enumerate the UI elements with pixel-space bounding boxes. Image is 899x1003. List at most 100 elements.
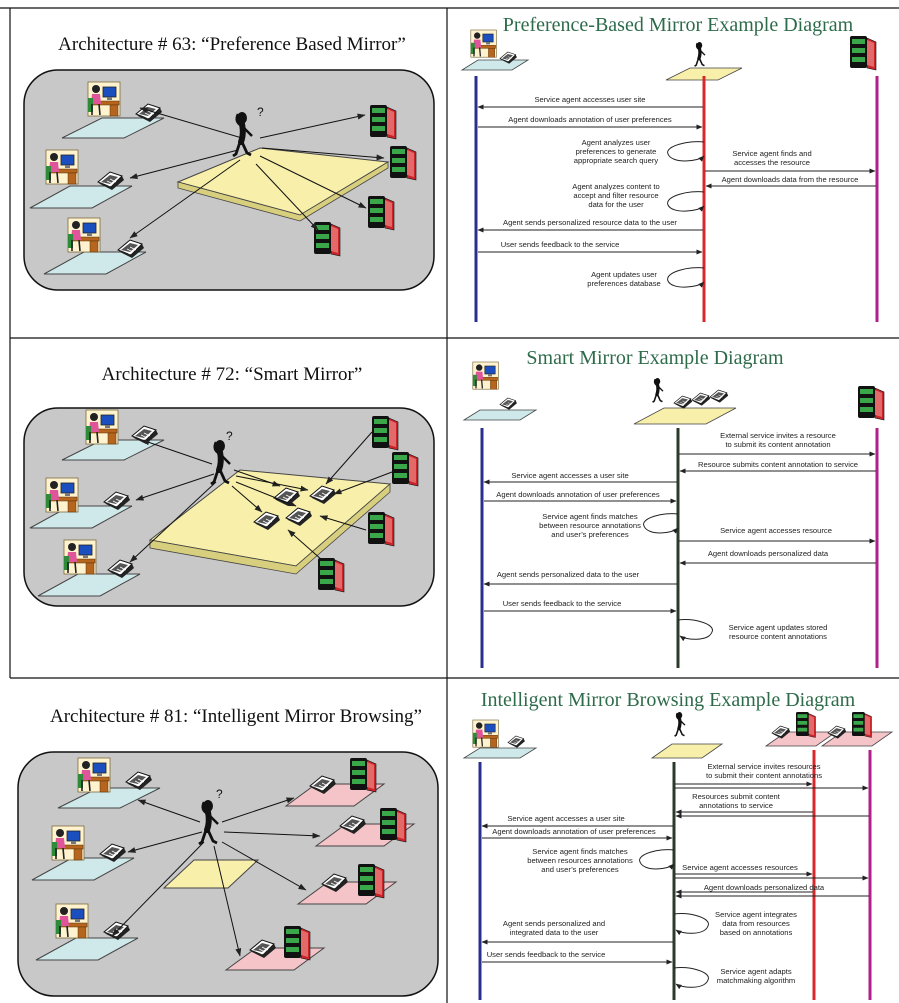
message-label: Service agent adapts bbox=[720, 967, 792, 976]
message-label: appropriate search query bbox=[574, 156, 659, 165]
books-icon bbox=[379, 807, 407, 843]
message-label: Resource submits content annotation to s… bbox=[698, 460, 858, 469]
message-label: annotations to service bbox=[699, 801, 773, 810]
user-platform bbox=[31, 825, 135, 881]
laptop-icon bbox=[499, 397, 518, 411]
row3-architecture: Architecture # 81: “Intelligent Mirror B… bbox=[17, 706, 439, 997]
message-label: Agent updates user bbox=[591, 270, 657, 279]
message-label: matchmaking algorithm bbox=[717, 976, 796, 985]
books-icon bbox=[367, 195, 395, 231]
row2-architecture: Architecture # 72: “Smart Mirror” ? bbox=[23, 364, 435, 607]
message-label: preferences to generate bbox=[576, 147, 657, 156]
user-icon bbox=[51, 825, 85, 861]
message-label: Agent sends personalized data to the use… bbox=[497, 570, 640, 579]
resource-platform bbox=[224, 925, 326, 971]
row3-sequence-diagram: Intelligent Mirror Browsing Example Diag… bbox=[462, 689, 894, 1000]
lifelines bbox=[478, 750, 872, 1000]
central-platform bbox=[162, 859, 260, 889]
message-label: data from resources bbox=[722, 919, 790, 928]
books-icon bbox=[849, 35, 877, 71]
architecture-title: Architecture # 81: “Intelligent Mirror B… bbox=[50, 706, 422, 727]
laptop-icon bbox=[691, 392, 711, 406]
message-label: and user’s preferences bbox=[551, 530, 629, 539]
message-label: Service agent finds matches bbox=[532, 847, 628, 856]
books-icon bbox=[389, 145, 417, 181]
messages bbox=[477, 104, 876, 288]
message-label: Resources submit content bbox=[692, 792, 781, 801]
question-mark-icon: ? bbox=[226, 429, 233, 443]
row1-architecture: Architecture # 63: “Preference Based Mir… bbox=[23, 34, 435, 291]
message-label: Service agent updates stored bbox=[729, 623, 828, 632]
message-label: Service agent accesses resources bbox=[682, 863, 798, 872]
user-icon bbox=[470, 29, 498, 58]
user-icon bbox=[87, 81, 121, 117]
diagram-title: Preference-Based Mirror Example Diagram bbox=[503, 14, 854, 36]
user-platform bbox=[29, 149, 133, 209]
message-label: User sends feedback to the service bbox=[503, 599, 622, 608]
message-label: Service agent integrates bbox=[715, 910, 797, 919]
message-label: Agent downloads data from the resource bbox=[722, 175, 859, 184]
row1-sequence-diagram: Preference-Based Mirror Example Diagram … bbox=[460, 14, 879, 322]
message-label: between resources annotations bbox=[527, 856, 633, 865]
message-label: between resource annotations bbox=[539, 521, 641, 530]
architecture-title: Architecture # 63: “Preference Based Mir… bbox=[58, 34, 406, 55]
books-icon bbox=[317, 557, 345, 593]
user-platform bbox=[35, 903, 139, 961]
resource-platform bbox=[284, 757, 386, 807]
resource-platform bbox=[314, 807, 416, 847]
message-label: Service agent accesses user site bbox=[534, 95, 645, 104]
message-label: Service agent accesses a user site bbox=[511, 471, 628, 480]
user-icon bbox=[85, 409, 119, 445]
user-platform bbox=[61, 409, 165, 461]
user-icon bbox=[77, 757, 111, 793]
user-icon bbox=[472, 719, 500, 748]
architecture-title: Architecture # 72: “Smart Mirror” bbox=[102, 364, 363, 385]
books-icon bbox=[349, 757, 377, 793]
arrows bbox=[111, 797, 321, 957]
message-label: External service invites resources bbox=[707, 762, 820, 771]
message-label: Service agent finds and bbox=[732, 149, 811, 158]
user-icon bbox=[45, 149, 79, 185]
laptop-icon bbox=[507, 735, 526, 749]
lifelines bbox=[474, 76, 879, 322]
user-icon bbox=[67, 217, 101, 253]
message-label: accept and filter resource bbox=[573, 191, 658, 200]
laptop-icon bbox=[673, 395, 693, 409]
user-icon bbox=[63, 539, 97, 575]
messages bbox=[481, 781, 869, 990]
message-label: External service invites a resource bbox=[720, 431, 836, 440]
message-label: Agent analyzes content to bbox=[572, 182, 659, 191]
message-label: integrated data to the user bbox=[510, 928, 599, 937]
message-label: to submit its content annotation bbox=[725, 440, 830, 449]
message-labels: External service invites resources to su… bbox=[487, 762, 825, 985]
books-icon bbox=[391, 451, 419, 487]
books-icon bbox=[283, 925, 311, 961]
arrows bbox=[129, 431, 393, 563]
diagram-title: Intelligent Mirror Browsing Example Diag… bbox=[481, 689, 856, 711]
message-labels: Service agent accesses user site Agent d… bbox=[501, 95, 859, 288]
message-label: and user’s preferences bbox=[541, 865, 619, 874]
message-label: Agent downloads personalized data bbox=[708, 549, 829, 558]
grid-lines bbox=[0, 7, 899, 1003]
message-label: Service agent finds matches bbox=[542, 512, 638, 521]
books-icon bbox=[371, 415, 399, 451]
agent-figure-icon bbox=[653, 378, 663, 402]
books-icon bbox=[851, 711, 872, 738]
row2-sequence-diagram: Smart Mirror Example Diagram Exte bbox=[462, 347, 885, 668]
books-icon bbox=[313, 221, 341, 257]
books-icon bbox=[857, 385, 885, 421]
message-label: User sends feedback to the service bbox=[501, 240, 620, 249]
message-label: Agent downloads annotation of user prefe… bbox=[496, 490, 660, 499]
message-label: User sends feedback to the service bbox=[487, 950, 606, 959]
user-platform bbox=[61, 81, 165, 139]
user-icon bbox=[55, 903, 89, 939]
message-label: Service agent accesses resource bbox=[720, 526, 832, 535]
lifelines bbox=[480, 428, 879, 668]
message-label: preferences database bbox=[587, 279, 660, 288]
user-platform bbox=[57, 757, 161, 809]
agent-figure-icon bbox=[695, 42, 705, 66]
arrows bbox=[129, 107, 385, 239]
question-mark-icon: ? bbox=[216, 787, 223, 801]
books-icon bbox=[367, 511, 395, 547]
